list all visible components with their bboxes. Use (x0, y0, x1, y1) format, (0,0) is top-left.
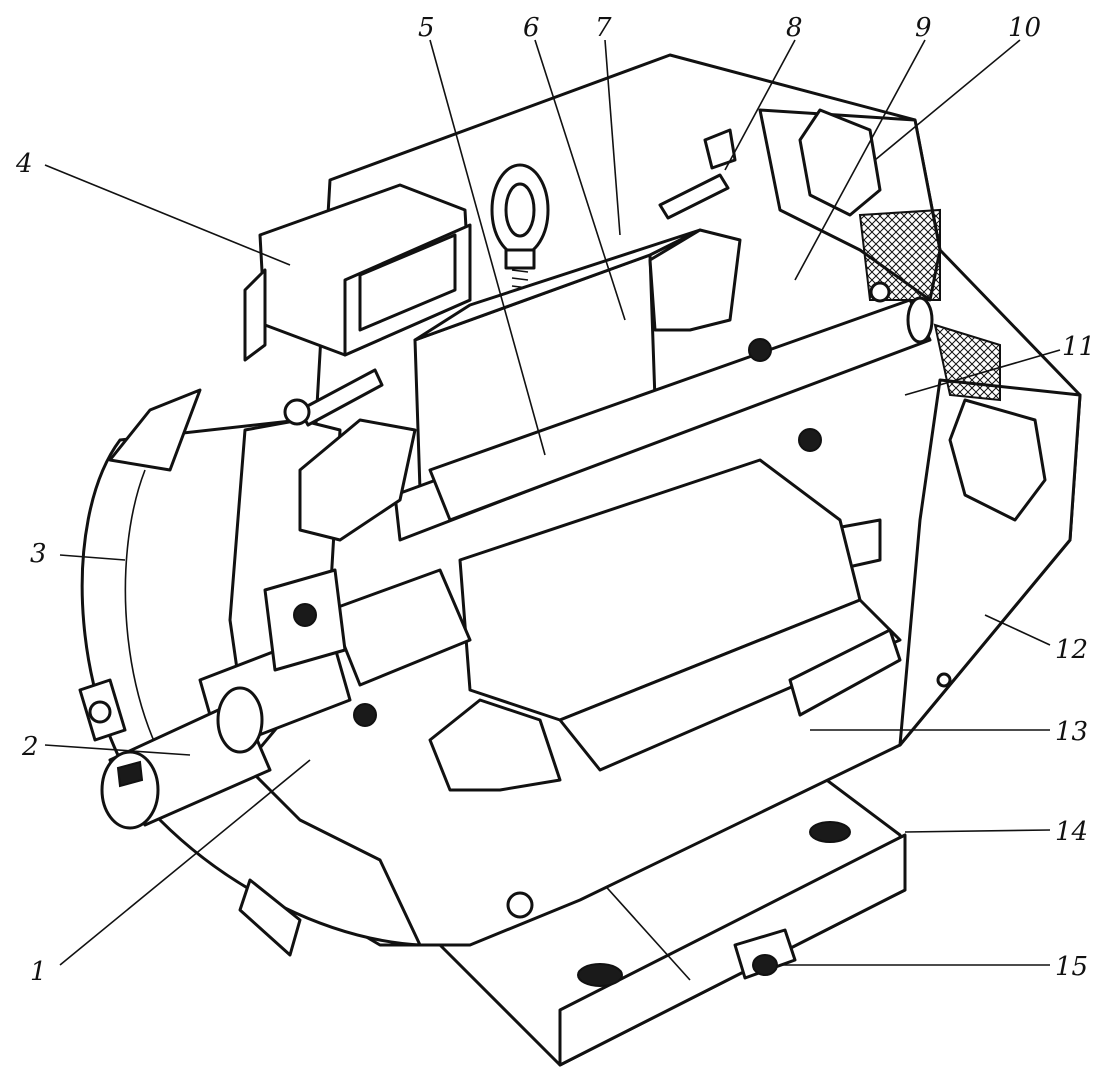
callout-3: 3 (30, 539, 47, 569)
leader-4 (44, 164, 291, 266)
fan-cover (758, 108, 1047, 522)
callout-15: 15 (1055, 952, 1088, 982)
mounting-foot (428, 758, 907, 1067)
callout-7: 7 (595, 13, 612, 43)
leader-12 (984, 614, 1051, 646)
callout-4: 4 (15, 149, 33, 179)
leader-3 (59, 554, 126, 561)
leader-1 (59, 759, 311, 966)
bearing-rear (748, 281, 891, 452)
callout-2: 2 (21, 732, 39, 762)
callout-9: 9 (915, 13, 932, 43)
bearing-front (263, 568, 377, 727)
callout-11: 11 (1062, 332, 1095, 362)
rotor-core (458, 458, 902, 772)
leader-6 (534, 39, 626, 321)
callout-1: 1 (30, 957, 47, 987)
leader-9 (794, 39, 926, 281)
callout-8: 8 (786, 13, 803, 43)
callout-6: 6 (523, 13, 540, 43)
leader-11 (904, 349, 1061, 396)
nameplate (788, 628, 902, 717)
callout-10: 10 (1008, 13, 1041, 43)
callout-14: 14 (1055, 817, 1088, 847)
callout-12: 12 (1055, 635, 1088, 665)
callouts: 1 2 3 4 5 6 7 8 9 10 11 12 13 14 15 (15, 13, 1095, 987)
bolt (283, 128, 737, 919)
callout-13: 13 (1055, 717, 1088, 747)
ground-terminal (733, 928, 797, 980)
leader-8 (724, 39, 796, 171)
leader-7 (604, 39, 621, 236)
lifting-eye (490, 163, 550, 297)
leader-10 (874, 39, 1021, 161)
leader-2 (44, 744, 191, 756)
leader-14 (904, 829, 1051, 833)
terminal-box (243, 183, 472, 362)
callout-5: 5 (418, 13, 435, 43)
leader-lines (44, 39, 1061, 966)
leader-5 (429, 39, 546, 456)
